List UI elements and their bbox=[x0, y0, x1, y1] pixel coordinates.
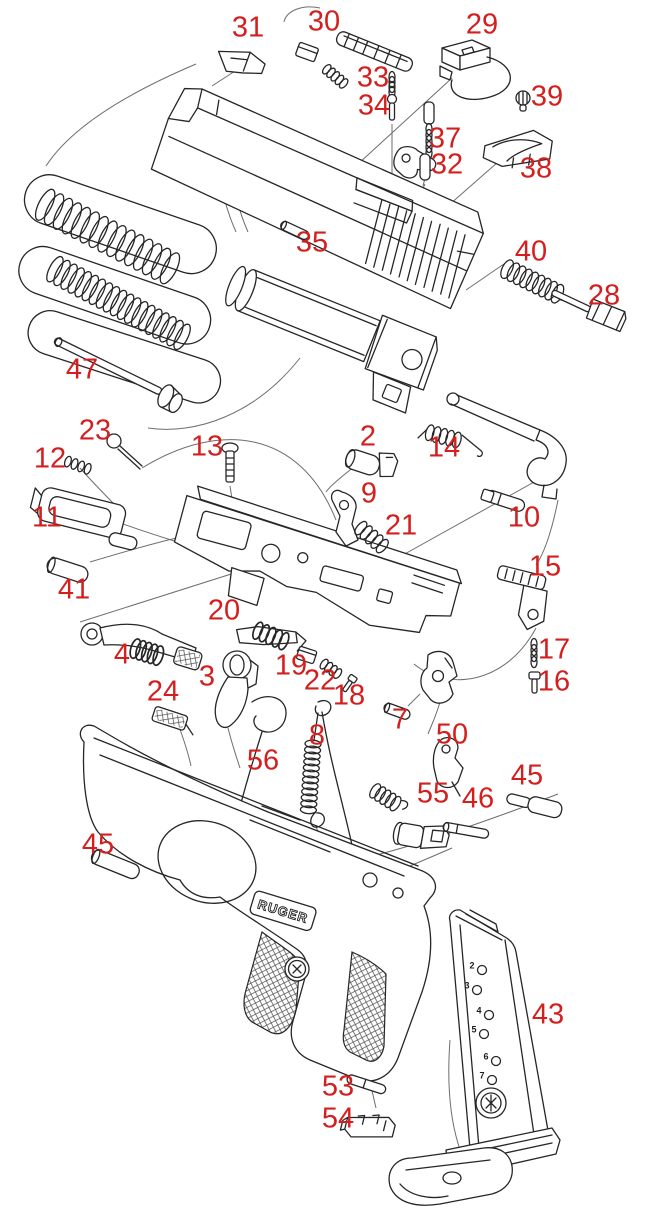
trigger-part-3 bbox=[214, 650, 259, 729]
recoil-spring-callout-outer bbox=[23, 174, 217, 275]
pin-part-41 bbox=[46, 556, 89, 583]
barrel bbox=[225, 265, 438, 414]
takedown-lever-arm bbox=[446, 392, 567, 500]
extension-spring-part-8 bbox=[299, 699, 332, 828]
magazine-release-part-55 bbox=[392, 821, 450, 849]
screw-part-16 bbox=[528, 671, 541, 694]
sight-screw-part-39 bbox=[515, 90, 531, 112]
sear-part-9 bbox=[330, 489, 359, 547]
slide-stop-spring-part-20 bbox=[235, 621, 307, 652]
magazine-witness-holes bbox=[471, 964, 502, 1086]
spring-part-14 bbox=[417, 423, 483, 457]
magazine-floor-plate bbox=[388, 1147, 513, 1206]
magazine-logo bbox=[475, 1087, 507, 1119]
magazine-release-spring bbox=[366, 781, 409, 814]
hammer-assembly bbox=[420, 650, 458, 704]
rear-sight-part-29 bbox=[439, 39, 511, 101]
pin-part-7 bbox=[383, 702, 411, 720]
screw-part-34 bbox=[386, 93, 398, 121]
recoil-spring-inner bbox=[42, 253, 195, 353]
pin-part-10 bbox=[480, 488, 526, 512]
frame-chassis bbox=[173, 485, 463, 634]
recoil-spring-outer bbox=[31, 186, 185, 288]
block-part-19 bbox=[295, 645, 318, 665]
striker-assembly-part-28 bbox=[551, 289, 627, 333]
ejector-block bbox=[295, 41, 319, 63]
magazine-latch-part-54 bbox=[339, 1114, 396, 1138]
front-sight-part-31 bbox=[217, 50, 266, 75]
grip-frame: RUGER bbox=[79, 724, 437, 1082]
spring-part-17 bbox=[530, 637, 538, 669]
screw-part-13 bbox=[221, 442, 239, 483]
screw-part-18 bbox=[342, 673, 358, 693]
spring-part-33 bbox=[388, 70, 396, 99]
trigger-bar-part-4 bbox=[80, 622, 203, 671]
safety-lever-part-15 bbox=[496, 565, 548, 631]
pin-part-46 bbox=[442, 821, 490, 839]
pin-part-45-left bbox=[90, 848, 140, 880]
extractor-pin bbox=[419, 153, 431, 181]
pin-part-53 bbox=[346, 1074, 387, 1095]
pin-part-35 bbox=[280, 220, 310, 241]
recoil-spring-callout-inner bbox=[18, 245, 212, 345]
rear-sight-base-part-38 bbox=[482, 129, 553, 169]
slide-stop-part-11 bbox=[29, 487, 138, 551]
spring-part-22 bbox=[317, 657, 344, 681]
spring-part-12 bbox=[62, 454, 94, 476]
slide bbox=[150, 87, 484, 310]
clip-pin-part-23 bbox=[106, 433, 143, 470]
grip-insert-part-24 bbox=[151, 706, 194, 736]
guide-rod-part-47 bbox=[53, 337, 183, 414]
guide-rod-callout bbox=[27, 310, 222, 404]
barrel-cam-part-2 bbox=[344, 449, 399, 478]
pin-part-45-right bbox=[506, 793, 563, 819]
grip-medallion bbox=[284, 956, 310, 982]
striker-part-37 bbox=[423, 101, 435, 160]
striker-spring-small bbox=[320, 62, 351, 91]
hammer-part-50 bbox=[432, 736, 464, 797]
striker-blocker-bar-part-30 bbox=[335, 31, 414, 72]
magazine-part-43 bbox=[445, 909, 561, 1177]
